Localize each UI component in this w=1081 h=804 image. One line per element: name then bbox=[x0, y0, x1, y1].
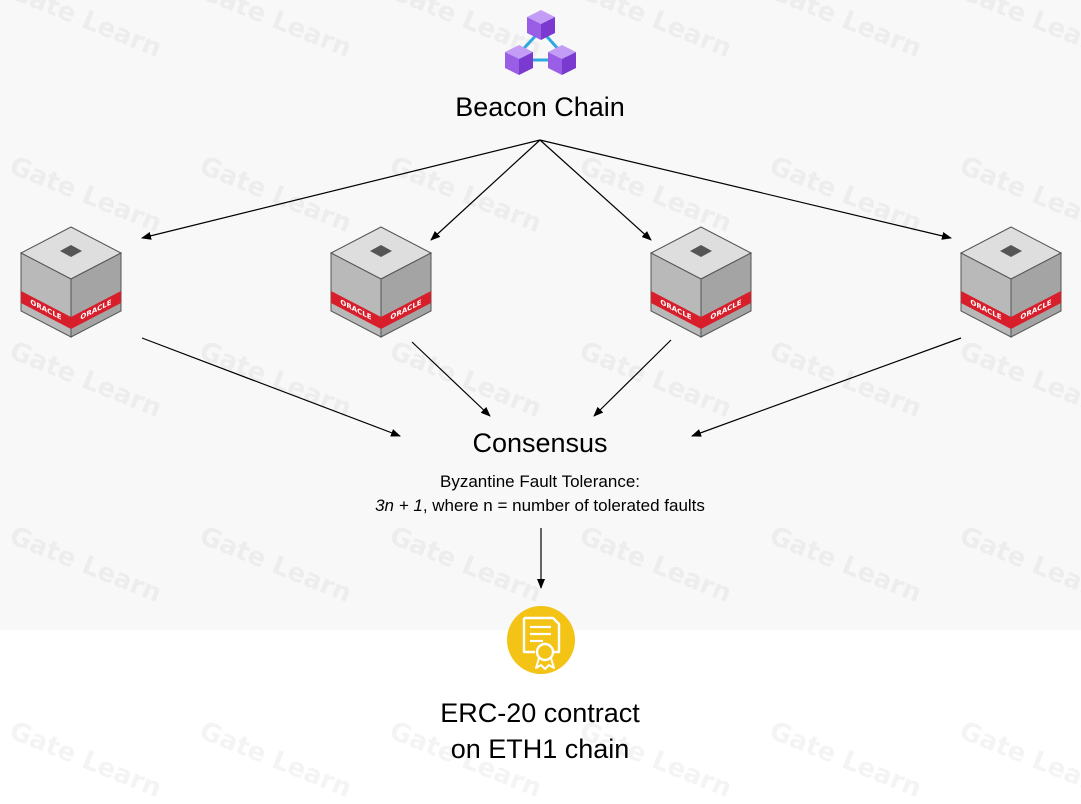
chain-cube-left bbox=[505, 45, 533, 75]
beacon-to-node-arrows bbox=[141, 139, 952, 241]
arrow-beacon-node-2 bbox=[430, 139, 541, 241]
bft-formula-line: 3n + 1, where n = number of tolerated fa… bbox=[240, 496, 840, 516]
arrow-node-3-consensus bbox=[593, 339, 672, 417]
arrow-node-4-consensus bbox=[691, 337, 962, 437]
node-to-consensus-arrows bbox=[141, 337, 962, 437]
chain-cube-right bbox=[548, 45, 576, 75]
beacon-chain-icon bbox=[505, 10, 576, 75]
arrow-beacon-node-4 bbox=[539, 139, 952, 240]
contract-icon bbox=[507, 606, 575, 674]
arrow-beacon-node-3 bbox=[539, 139, 652, 241]
chain-cube-top bbox=[527, 10, 555, 40]
bft-formula-rest: , where n = number of tolerated faults bbox=[422, 496, 705, 515]
contract-label-line2: on ETH1 chain bbox=[450, 734, 630, 764]
beacon-chain-label: Beacon Chain bbox=[455, 92, 625, 122]
contract-label-line1: ERC-20 contract bbox=[440, 698, 640, 728]
bft-caption: Byzantine Fault Tolerance: bbox=[439, 472, 641, 491]
arrow-node-2-consensus bbox=[411, 341, 491, 417]
bft-formula: 3n + 1 bbox=[375, 496, 423, 515]
arrow-beacon-node-1 bbox=[141, 139, 541, 240]
consensus-label: Consensus bbox=[472, 428, 608, 458]
arrow-node-1-consensus bbox=[141, 337, 401, 437]
